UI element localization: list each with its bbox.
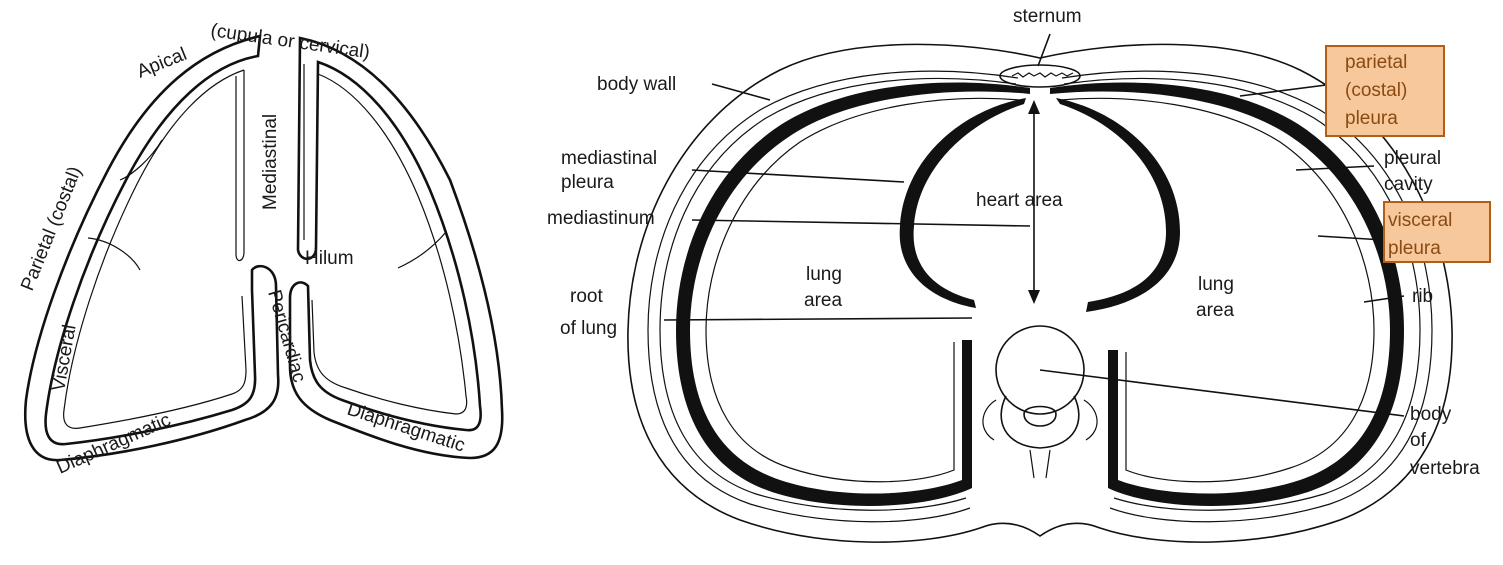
label-visceral: Visceral bbox=[48, 323, 80, 393]
leader-sternum bbox=[1038, 34, 1050, 66]
frontal-pleura-diagram: Apical (cupula or cervical) Parietal (co… bbox=[17, 20, 502, 478]
label-parietal-costal-pleura-1: parietal bbox=[1345, 52, 1407, 73]
label-cupula: (cupula or cervical) bbox=[209, 20, 371, 63]
left-parietal-pleura-outline bbox=[25, 36, 278, 460]
leader-root-of-lung bbox=[664, 318, 972, 320]
label-root-of-lung-2: of lung bbox=[560, 318, 617, 339]
right-lung-fissure bbox=[398, 232, 446, 268]
leader-mediastinum bbox=[692, 220, 1030, 226]
label-visceral-pleura-2: pleura bbox=[1388, 238, 1441, 259]
left-parietal-pleura-band bbox=[676, 83, 1030, 506]
cross-section-diagram: sternum body wall mediastinal pleura med… bbox=[547, 6, 1490, 542]
label-parietal-costal: Parietal (costal) bbox=[17, 164, 86, 294]
right-visceral-pleura-outline bbox=[304, 64, 467, 414]
right-mediastinal-pleura bbox=[1056, 98, 1180, 312]
label-body-wall: body wall bbox=[597, 74, 676, 95]
label-mediastinal: Mediastinal bbox=[260, 114, 281, 210]
label-body-of-vertebra-1: body bbox=[1410, 404, 1452, 425]
heart-area-arrow-top bbox=[1028, 100, 1040, 114]
label-lung-area-left-2: area bbox=[804, 290, 842, 311]
sternum-texture bbox=[1012, 73, 1073, 77]
label-pleural-cavity-2: cavity bbox=[1384, 174, 1433, 195]
leader-body-of-vertebra bbox=[1040, 370, 1404, 416]
left-visceral-pleura-outline bbox=[64, 70, 246, 428]
vertebra-processes bbox=[983, 400, 1097, 478]
label-mediastinum: mediastinum bbox=[547, 208, 655, 229]
label-parietal-costal-pleura-3: pleura bbox=[1345, 108, 1398, 129]
leader-body-wall bbox=[712, 84, 770, 100]
label-pericardiac: Pericardiac bbox=[263, 288, 309, 385]
label-sternum: sternum bbox=[1013, 6, 1082, 27]
label-apical: Apical bbox=[134, 44, 190, 83]
label-lung-area-right-1: lung bbox=[1198, 274, 1234, 295]
label-root-of-lung-1: root bbox=[570, 286, 603, 307]
label-lung-area-left-1: lung bbox=[806, 264, 842, 285]
label-heart-area: heart area bbox=[976, 190, 1063, 211]
label-hilum: Hilum bbox=[305, 248, 354, 269]
label-body-of-vertebra-2: of bbox=[1410, 430, 1427, 451]
left-lung-fissure-upper bbox=[120, 140, 162, 180]
label-pleural-cavity-1: pleural bbox=[1384, 148, 1441, 169]
heart-area-arrow-bottom bbox=[1028, 290, 1040, 304]
label-lung-area-right-2: area bbox=[1196, 300, 1234, 321]
label-parietal-costal-pleura-2: (costal) bbox=[1345, 80, 1407, 101]
label-rib: rib bbox=[1412, 286, 1433, 307]
label-visceral-pleura-1: visceral bbox=[1388, 210, 1452, 231]
label-mediastinal-pleura-2: pleura bbox=[561, 172, 614, 193]
label-body-of-vertebra-3: vertebra bbox=[1410, 458, 1480, 479]
label-mediastinal-pleura-1: mediastinal bbox=[561, 148, 657, 169]
